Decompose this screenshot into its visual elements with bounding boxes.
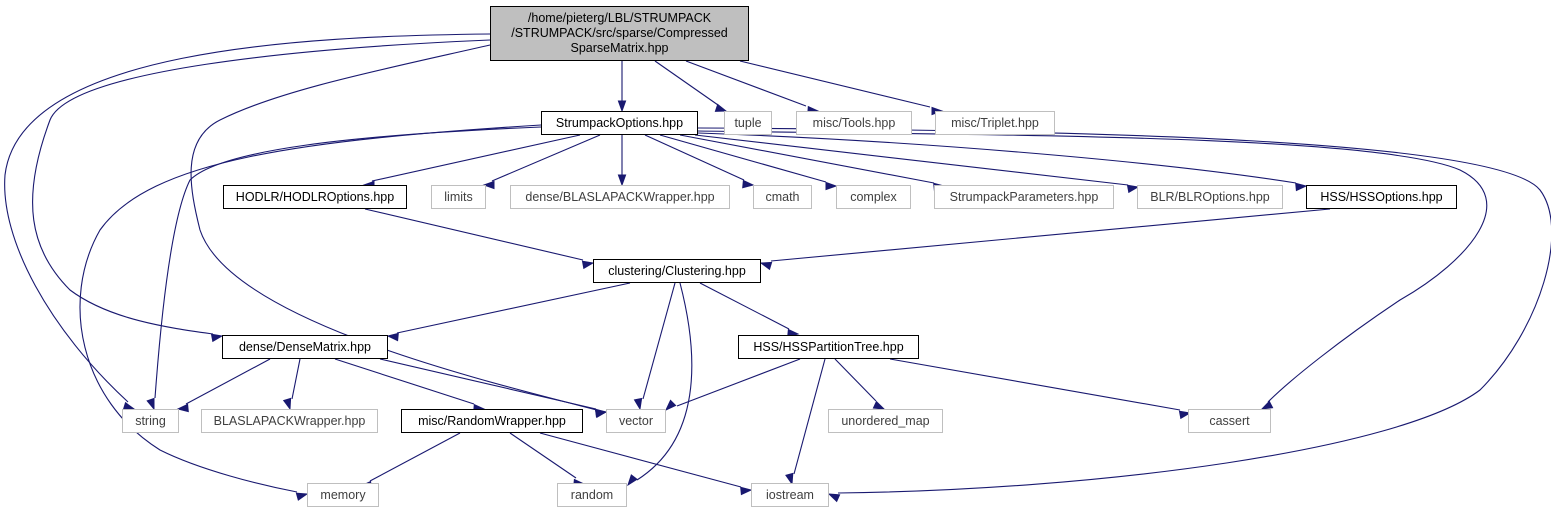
- arrowhead-opts-to-hss: [1295, 182, 1308, 192]
- root-line-1: /home/pieterg/LBL/STRUMPACK: [527, 11, 712, 25]
- edge-root-to-misc-tools: [685, 60, 807, 107]
- node-dense-matrix[interactable]: dense/DenseMatrix.hpp: [222, 335, 388, 359]
- node-strumpack-options[interactable]: StrumpackOptions.hpp: [541, 111, 698, 135]
- node-hss-options[interactable]: HSS/HSSOptions.hpp: [1306, 185, 1457, 209]
- edge-rw-to-iostream: [539, 432, 742, 488]
- node-misc-tools[interactable]: misc/Tools.hpp: [796, 111, 912, 135]
- edge-rw-to-random: [509, 432, 577, 479]
- edge-opts-to-hss: [697, 132, 1297, 184]
- edge-dense-to-blaslapack: [291, 358, 301, 400]
- edge-hsspt-to-unordered-map: [834, 358, 877, 402]
- node-clustering[interactable]: clustering/Clustering.hpp: [593, 259, 761, 283]
- node-limits[interactable]: limits: [431, 185, 486, 209]
- arrowhead-opts-to-string: [146, 397, 155, 411]
- arrowhead-clustering-to-random: [627, 474, 638, 487]
- arrowhead-hsspt-to-cassert: [1178, 410, 1192, 420]
- node-vector[interactable]: vector: [606, 409, 666, 433]
- arrowhead-opts-to-iostream: [827, 493, 841, 503]
- arrowhead-dense-to-vector: [595, 408, 608, 418]
- arrowhead-clustering-to-dense-matrix: [386, 332, 399, 342]
- arrowhead-dense-to-blaslapack: [282, 397, 292, 411]
- edge-root-to-misc-triplet: [739, 60, 931, 108]
- node-string[interactable]: string: [122, 409, 179, 433]
- arrowhead-opts-to-cassert: [1260, 400, 1274, 410]
- edge-clustering-to-dense-matrix: [396, 282, 631, 334]
- arrowhead-hss-to-clustering: [759, 261, 773, 271]
- edge-hsspt-to-cassert: [889, 358, 1181, 411]
- arrowhead-dense-to-string: [176, 403, 189, 413]
- edge-opts-to-iostream: [697, 127, 1551, 494]
- arrowhead-root-to-strumpack-options: [617, 100, 627, 113]
- edge-hodlr-to-clustering: [364, 208, 584, 261]
- arrowhead-rw-to-iostream: [740, 486, 753, 496]
- node-memory[interactable]: memory: [307, 483, 379, 507]
- arrowhead-root-to-tuple: [714, 103, 728, 112]
- node-blaslapack[interactable]: BLASLAPACKWrapper.hpp: [201, 409, 378, 433]
- edge-root-to-vector: [190, 44, 598, 411]
- node-random[interactable]: random: [557, 483, 627, 507]
- edge-opts-to-cassert: [697, 130, 1488, 403]
- arrowhead-opts-to-memory: [295, 492, 309, 501]
- edge-hss-to-clustering: [770, 208, 1331, 262]
- edge-clustering-to-hss-partition: [699, 282, 790, 330]
- edge-opts-to-complex: [659, 134, 827, 183]
- arrowhead-hsspt-to-unordered-map: [872, 400, 886, 410]
- arrowhead-hsspt-to-iostream: [785, 472, 794, 486]
- arrowhead-opts-to-blr: [1126, 184, 1140, 194]
- node-random-wrapper[interactable]: misc/RandomWrapper.hpp: [401, 409, 583, 433]
- node-strumpack-parameters[interactable]: StrumpackParameters.hpp: [934, 185, 1114, 209]
- node-misc-triplet[interactable]: misc/Triplet.hpp: [935, 111, 1055, 135]
- node-root-file[interactable]: /home/pieterg/LBL/STRUMPACK /STRUMPACK/s…: [490, 6, 749, 61]
- arrowhead-opts-to-limits: [482, 180, 495, 190]
- edge-rw-to-memory: [369, 432, 461, 482]
- edge-opts-to-limits: [491, 134, 601, 182]
- edge-dense-to-random-wrapper: [334, 358, 475, 405]
- root-label: /home/pieterg/LBL/STRUMPACK /STRUMPACK/s…: [511, 11, 728, 56]
- edge-hsspt-to-iostream: [793, 358, 826, 475]
- edge-dense-to-string: [185, 358, 271, 405]
- node-dense-blaslapack[interactable]: dense/BLASLAPACKWrapper.hpp: [510, 185, 730, 209]
- arrowhead-root-to-dense-matrix: [210, 333, 224, 343]
- edge-root-to-string: [4, 33, 491, 403]
- node-tuple[interactable]: tuple: [724, 111, 772, 135]
- arrowhead-opts-to-dense-blaslapack: [617, 174, 627, 187]
- root-line-3: SparseMatrix.hpp: [570, 41, 669, 55]
- edge-root-to-tuple: [654, 60, 719, 106]
- edge-opts-to-memory: [79, 124, 542, 493]
- node-cassert[interactable]: cassert: [1188, 409, 1271, 433]
- arrowhead-hsspt-to-vector: [664, 399, 677, 412]
- arrowhead-opts-to-complex: [825, 181, 838, 191]
- edge-clustering-to-random: [636, 282, 693, 481]
- edge-root-to-dense-matrix: [32, 39, 491, 335]
- node-hss-partition-tree[interactable]: HSS/HSSPartitionTree.hpp: [738, 335, 919, 359]
- edge-opts-to-params: [679, 134, 935, 184]
- arrowhead-clustering-to-vector: [633, 397, 643, 411]
- node-complex[interactable]: complex: [836, 185, 911, 209]
- node-unordered-map[interactable]: unordered_map: [828, 409, 943, 433]
- edge-dense-to-vector: [379, 358, 597, 410]
- root-line-2: /STRUMPACK/src/sparse/Compressed: [511, 26, 728, 40]
- edge-clustering-to-vector: [642, 282, 676, 400]
- edge-hsspt-to-vector: [676, 358, 801, 407]
- node-hodlr-options[interactable]: HODLR/HODLROptions.hpp: [223, 185, 407, 209]
- edge-opts-to-cmath: [644, 134, 745, 181]
- node-blr-options[interactable]: BLR/BLROptions.hpp: [1137, 185, 1283, 209]
- node-iostream[interactable]: iostream: [751, 483, 829, 507]
- arrowhead-hodlr-to-clustering: [581, 260, 595, 270]
- arrowhead-opts-to-cmath: [742, 179, 755, 189]
- node-cmath[interactable]: cmath: [753, 185, 812, 209]
- edge-opts-to-blr: [694, 134, 1129, 186]
- edge-opts-to-hodlr: [371, 134, 581, 182]
